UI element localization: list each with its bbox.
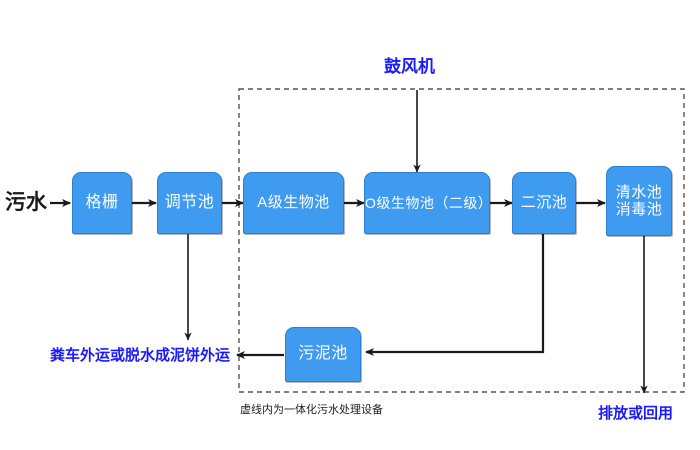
node-bio-o-label: O级生物池（二级）: [365, 194, 493, 211]
blower-label: 鼓风机: [384, 57, 435, 76]
node-bio-o[interactable]: O级生物池（二级）: [364, 172, 493, 234]
node-clarifier-label: 二沉池: [520, 194, 568, 212]
node-grid[interactable]: 格栅: [72, 172, 132, 234]
node-sludge-tank-label: 污泥池: [298, 345, 348, 363]
node-bio-a-label: A级生物池: [257, 194, 330, 212]
node-grid-label: 格栅: [85, 193, 119, 211]
node-equalize[interactable]: 调节池: [157, 172, 222, 234]
node-equalize-label: 调节池: [164, 193, 215, 211]
node-clearwater[interactable]: 清水池 消毒池: [606, 166, 672, 236]
connector-clarifier-to-sludge-tank: [365, 234, 545, 356]
equipment-enclosure: [238, 88, 685, 393]
node-clearwater-label-line1: 清水池: [615, 183, 663, 201]
node-clearwater-label-line2: 消毒池: [615, 201, 663, 218]
inlet-label: 污水: [5, 191, 47, 214]
enclosure-caption: 虚线内为一体化污水处理设备: [240, 404, 383, 416]
node-bio-a[interactable]: A级生物池: [243, 172, 344, 234]
node-sludge-tank[interactable]: 污泥池: [285, 327, 361, 382]
sludge-haul-label: 粪车外运或脱水成泥饼外运: [50, 347, 231, 364]
discharge-label: 排放或回用: [598, 405, 674, 422]
node-clarifier[interactable]: 二沉池: [512, 172, 576, 234]
